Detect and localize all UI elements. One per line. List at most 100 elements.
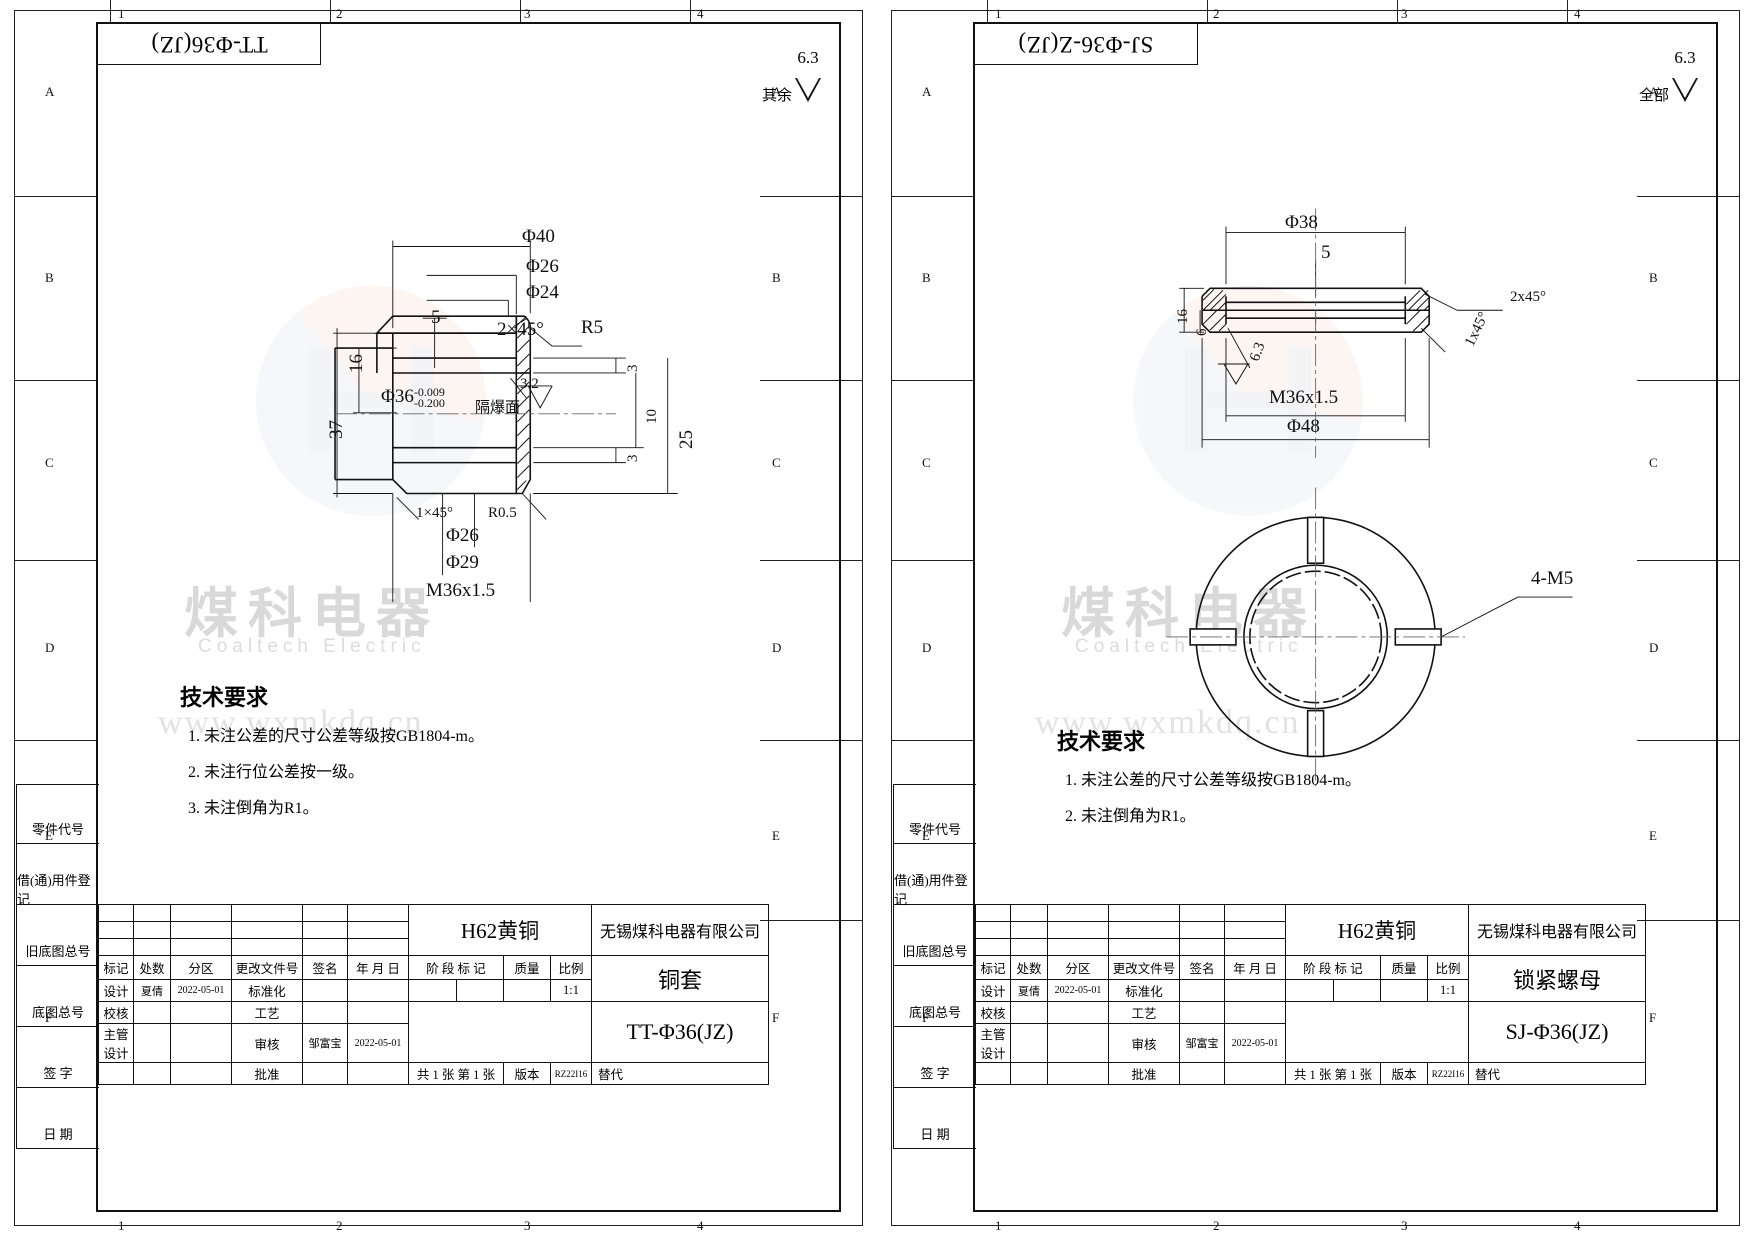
zone-number-top-1: 1 [118,6,125,21]
watermark-en: Coaltech Electric [198,636,426,657]
tech-note-3: 3. 未注倒角为R1。 [188,800,319,817]
role-design: 设计 [98,979,134,1002]
zone-sep [760,920,863,921]
zone-tick [690,0,691,22]
role-standardization: 标准化 [231,979,303,1002]
roughness-triangle-icon [1672,78,1698,102]
role-process: 工艺 [231,1001,303,1024]
dim-4-m5: 4-M5 [1531,568,1574,589]
side-label-drawing-no: 底图总号 [894,996,976,1027]
zone-number-top-2: 2 [336,6,343,21]
zone-tick [987,0,988,22]
zone-letter-right-B: B [1649,270,1658,285]
zone-letter-right-C: C [1649,455,1658,470]
sheet-count: 共 1 张 第 1 张 [1285,1062,1381,1085]
zone-sep [760,560,863,561]
version-label: 版本 [1380,1062,1428,1085]
replaces-label: 替代 [591,1062,769,1085]
technical-requirements-right: 技术要求 1. 未注公差的尺寸公差等级按GB1804-m。 2. 未注倒角为R1… [1057,724,1361,838]
dim-3-upper: 3 [625,364,641,373]
roughness-note: 其余 6.3 [762,48,821,107]
zone-letter-left-B: B [922,270,931,285]
rev-header-date: 年 月 日 [1224,955,1286,980]
sheet-outer-border [14,10,863,1226]
side-cell-blank [894,905,976,935]
tech-note-1: 1. 未注公差的尺寸公差等级按GB1804-m。 [188,728,485,745]
watermark-en: Coaltech Electric [1075,636,1303,657]
zone-letter-left-E: E [922,828,930,843]
watermark-cn: 煤科电器 [184,584,440,644]
rev-header-docno: 更改文件号 [1108,955,1180,980]
roughness-note: 全部 6.3 [1639,48,1698,107]
zone-letter-right-F: F [1649,1010,1657,1025]
scale-header: 比例 [1427,955,1469,980]
stage-mark-header: 阶 段 标 记 [408,955,504,980]
version-value: RZ22I16 [550,1062,592,1085]
zone-letter-right-C: C [772,455,781,470]
roughness-label: 其余 [761,88,792,104]
side-cell-blank [894,785,976,813]
mass-header: 质量 [503,955,551,980]
zone-sep [891,380,973,381]
part-tag-text: TT-Φ36(JZ) [150,32,268,57]
dim-dia29: Φ29 [446,552,479,573]
tech-title: 技术要求 [180,685,269,710]
sheet-outer-border [891,10,1740,1226]
role-approve-check: 审核 [1108,1023,1180,1063]
version-label: 版本 [503,1062,551,1085]
zone-number-top-3: 3 [1401,6,1408,21]
roughness-value: 6.3 [797,48,819,67]
dim-dia36: Φ36 [381,386,414,407]
part-name: 锁紧螺母 [1512,967,1601,993]
part-tag-box: SJ-Φ36-Z(JZ) [975,24,1198,65]
approver-name: 邹富宝 [302,1023,348,1063]
zone-sep [14,740,96,741]
side-cell-blank [894,966,976,996]
zone-sep [891,740,973,741]
roughness-label: 全部 [1638,88,1669,104]
zone-number-bottom-1: 1 [118,1218,125,1233]
zone-number-bottom-1: 1 [995,1218,1002,1233]
zone-tick [520,0,521,22]
role-process: 工艺 [1108,1001,1180,1024]
watermark-logo [256,286,486,516]
dim-dia38: Φ38 [1285,212,1318,233]
dim-dia24: Φ24 [526,282,559,303]
tech-note-2: 2. 未注行位公差按一级。 [188,764,365,781]
zone-sep [760,740,863,741]
dim-thread-m36: M36x1.5 [426,580,496,601]
rev-header-mark: 标记 [975,955,1011,980]
zone-tick [110,0,111,22]
rev-header-sign: 签名 [1179,955,1225,980]
zone-sep [14,196,96,197]
zone-number-bottom-4: 4 [1574,1218,1581,1233]
zone-letter-left-D: D [922,640,932,655]
zone-letter-left-B: B [45,270,54,285]
drawing-sheet-left: 1 2 3 4 1 2 3 4 A B C D E F A B C D E F … [0,0,877,1240]
dim-dia26-top: Φ26 [526,256,559,277]
zone-letter-left-E: E [45,828,53,843]
approve-date: 2022-05-01 [1224,1023,1286,1063]
role-approve-check: 审核 [231,1023,303,1063]
drawing-frame-left: TT-Φ36(JZ) 其余 6.3 煤科电器 Coaltech Electric… [16,22,841,1212]
dim-dia36-toleranced: Φ36-0.009-0.200 [381,386,445,409]
zone-letter-left-A: A [45,84,55,99]
rev-header-mark: 标记 [98,955,134,980]
side-cell-blank [894,1088,976,1118]
side-label-column-right: 零件代号 借(通)用件登记 旧底图总号 底图总号 签 字 日 期 [893,784,976,1149]
zone-sep [14,560,96,561]
zone-tick [1397,0,1398,22]
zone-letter-right-A: A [772,84,782,99]
zone-number-top-3: 3 [524,6,531,21]
rev-header-docno: 更改文件号 [231,955,303,980]
dim-thread-m36: M36x1.5 [1269,387,1339,408]
zone-number-top-2: 2 [1213,6,1220,21]
dim-chamfer-1x45: 1×45° [416,505,453,521]
zone-letter-right-E: E [772,828,780,843]
version-value: RZ22I16 [1427,1062,1469,1085]
part-tag-box: TT-Φ36(JZ) [98,24,321,65]
side-cell-blank [17,966,99,996]
zone-letter-right-D: D [1649,640,1659,655]
replaces-label: 替代 [1468,1062,1646,1085]
dim-25: 25 [676,430,697,449]
